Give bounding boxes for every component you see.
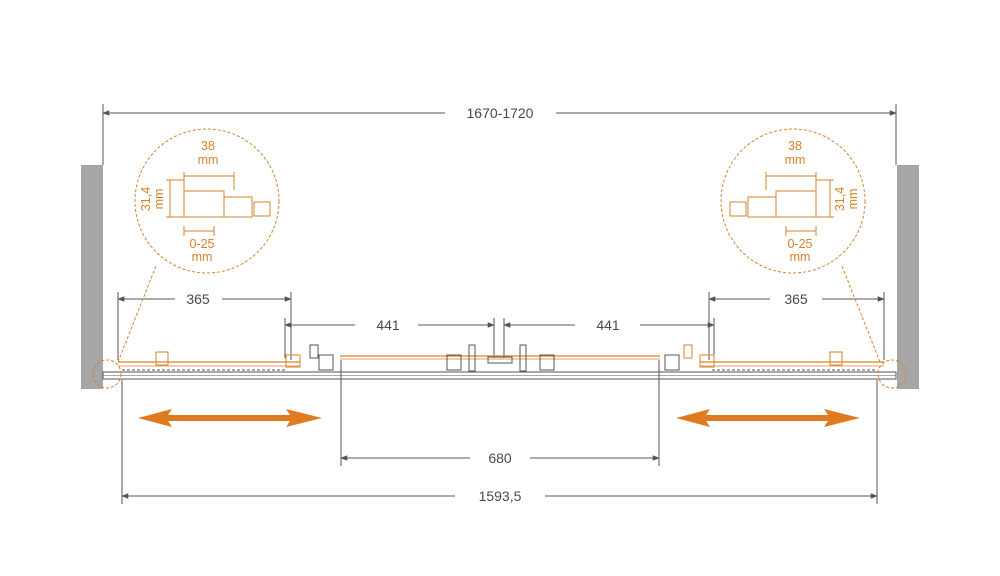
- right-panel-dimension: 365: [784, 291, 808, 307]
- passage-dimension-label: 680: [488, 450, 512, 466]
- right-detail-height-unit: mm: [846, 189, 860, 210]
- right-wall-detail-marker: [877, 359, 907, 389]
- right-detail-adjust-value: 0-25: [787, 237, 812, 251]
- right-wall: [897, 165, 919, 389]
- right-door-dimension: 441: [596, 317, 620, 333]
- door-track: [102, 355, 897, 380]
- left-detail-width-unit: mm: [198, 153, 219, 167]
- total-width-label: 1593,5: [479, 488, 522, 504]
- right-profile-detail: 38 mm 31,4 mm 0-25 mm: [720, 128, 866, 274]
- right-detail-height-value: 31,4: [833, 187, 847, 211]
- right-slide-arrow-icon: [676, 409, 860, 427]
- left-detail-height-unit: mm: [152, 189, 166, 210]
- panel-dimensions: [117, 292, 885, 360]
- left-detail-adjust-value: 0-25: [189, 237, 214, 251]
- total-width-dimension: [121, 380, 878, 504]
- overall-dimension-label: 1670-1720: [467, 105, 534, 121]
- left-slide-arrow-icon: [138, 409, 322, 427]
- overall-dimension: [102, 104, 897, 165]
- left-detail-width-value: 38: [201, 139, 215, 153]
- left-detail-adjust-unit: mm: [192, 250, 213, 264]
- left-detail-height-value: 31,4: [139, 187, 153, 211]
- left-door-dimension: 441: [376, 317, 400, 333]
- left-wall: [81, 165, 103, 389]
- right-detail-width-unit: mm: [785, 153, 806, 167]
- left-panel-dimension: 365: [186, 291, 210, 307]
- right-detail-adjust-unit: mm: [790, 250, 811, 264]
- left-profile-detail: 38 mm 31,4 mm 0-25 mm: [134, 128, 280, 274]
- left-wall-detail-marker: [92, 359, 122, 389]
- passage-dimension: [340, 360, 660, 466]
- roller-fittings: [155, 344, 843, 372]
- right-detail-width-value: 38: [788, 139, 802, 153]
